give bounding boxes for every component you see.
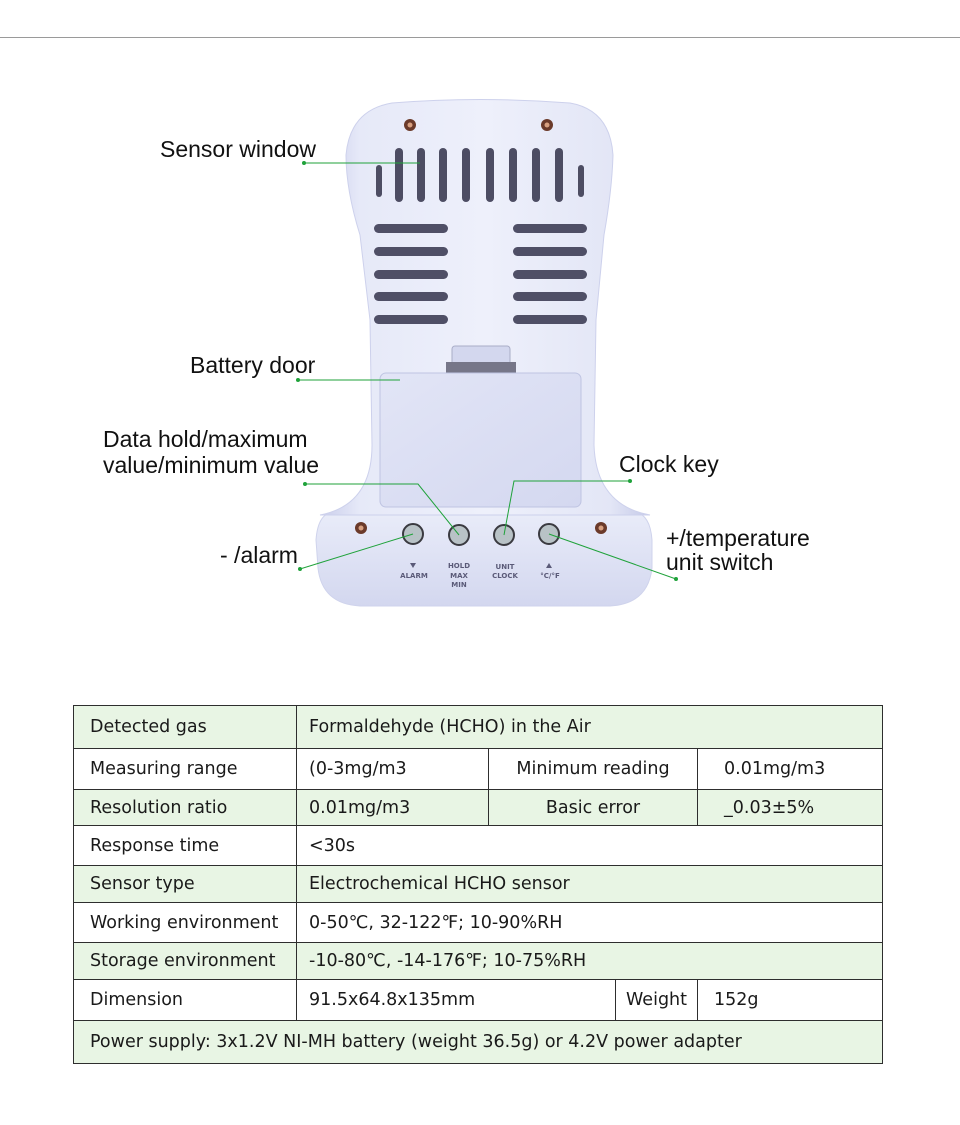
min-label: MIN — [451, 581, 467, 589]
table-row: Resolution ratio 0.01mg/m3 Basic error _… — [73, 789, 884, 826]
leader-dots — [296, 161, 678, 581]
spec-value: <30s — [295, 825, 884, 866]
down-triangle-icon — [410, 563, 416, 568]
spec-label: Measuring range — [73, 748, 297, 790]
sensor-window-slots — [376, 148, 584, 202]
callout-data-hold-line2: value/minimum value — [103, 452, 320, 478]
clock-label: CLOCK — [492, 572, 518, 580]
spec-label: Basic error — [488, 789, 698, 826]
table-row: Storage environment -10-80℃, -14-176℉; 1… — [73, 942, 884, 980]
spec-table: Detected gas Formaldehyde (HCHO) in the … — [72, 705, 884, 1064]
spec-value: Electrochemical HCHO sensor — [295, 865, 884, 903]
spec-label: Detected gas — [73, 705, 297, 749]
max-label: MAX — [450, 572, 468, 580]
unit-label: UNIT — [496, 563, 515, 571]
spec-value: 91.5x64.8x135mm — [296, 979, 616, 1021]
callout-clock-key: Clock key — [619, 451, 719, 477]
spec-value: 0-50℃, 32-122℉; 10-90%RH — [295, 902, 884, 943]
callout-temp-line1: +/temperature — [666, 525, 810, 551]
vent-slots — [374, 224, 587, 324]
callout-battery-door: Battery door — [190, 352, 316, 378]
alarm-label: ALARM — [400, 572, 428, 580]
table-row: Detected gas Formaldehyde (HCHO) in the … — [73, 705, 884, 749]
callout-sensor-window: Sensor window — [160, 136, 316, 162]
spec-label: Storage environment — [73, 942, 297, 980]
spec-label: Working environment — [73, 902, 297, 943]
spec-value: _0.03±5% — [696, 789, 884, 826]
hold-label: HOLD — [448, 562, 470, 570]
table-row: Dimension 91.5x64.8x135mm Weight 152g — [73, 979, 884, 1021]
spec-label: Dimension — [73, 979, 297, 1021]
table-row: Measuring range (0-3mg/m3 Minimum readin… — [73, 748, 884, 790]
callout-data-hold-line1: Data hold/maximum — [103, 426, 308, 452]
spec-label: Minimum reading — [488, 748, 698, 790]
table-row: Working environment 0-50℃, 32-122℉; 10-9… — [73, 902, 884, 943]
callout-temp-switch: +/temperature unit switch — [666, 526, 810, 574]
spec-label: Weight — [615, 979, 698, 1021]
spec-value: 0.01mg/m3 — [696, 748, 884, 790]
spec-value: 0.01mg/m3 — [296, 789, 489, 826]
callout-alarm: - /alarm — [220, 542, 298, 568]
table-row: Sensor type Electrochemical HCHO sensor — [73, 865, 884, 903]
spec-label: Response time — [73, 825, 297, 866]
device-illustration: ALARM HOLD MAX MIN UNIT CLOCK °C/°F — [296, 99, 678, 607]
spec-value: Formaldehyde (HCHO) in the Air — [295, 705, 884, 749]
callout-temp-line2: unit switch — [666, 549, 774, 575]
spec-value: (0-3mg/m3 — [296, 748, 489, 790]
spec-power-supply: Power supply: 3x1.2V NI-MH battery (weig… — [72, 1020, 884, 1064]
up-triangle-icon — [546, 563, 552, 568]
spec-label: Sensor type — [73, 865, 297, 903]
spec-value: -10-80℃, -14-176℉; 10-75%RH — [295, 942, 884, 980]
battery-door — [379, 372, 582, 508]
temp-label: °C/°F — [540, 572, 560, 580]
table-row: Response time <30s — [73, 825, 884, 866]
table-row: Power supply: 3x1.2V NI-MH battery (weig… — [72, 1020, 884, 1064]
callout-data-hold: Data hold/maximum value/minimum value — [103, 426, 319, 478]
top-divider — [0, 37, 960, 38]
screw-icon — [355, 119, 607, 534]
leader-lines — [298, 162, 677, 580]
spec-label: Resolution ratio — [73, 789, 297, 826]
spec-value: 152g — [696, 979, 884, 1021]
device-base — [315, 511, 653, 607]
